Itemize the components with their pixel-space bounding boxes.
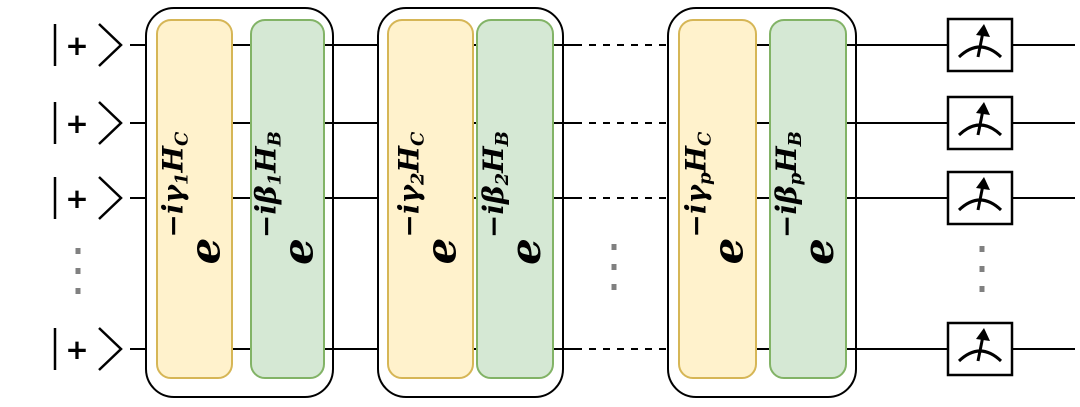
cost-gate-label: e−iγ1HC [156,131,230,264]
ellipsis-dot [75,288,81,294]
ket-angle [98,176,123,220]
mixer-gate-label: e−iβ2HB [477,131,551,265]
layer-box [145,7,334,398]
mixer-unitary-gate [476,19,554,379]
ket-state-label: + [65,333,88,366]
measurement-meter-icon [946,321,1014,377]
cost-unitary-gate [387,19,474,379]
measurement-meter-icon [946,17,1014,73]
ellipsis-dot [979,266,985,272]
input-ket: + [53,101,123,145]
measurements [946,17,1014,377]
mixer-gate-label: e−iβpHB [770,131,844,265]
measurement-meter-icon [946,95,1014,151]
cost-unitary-gate [156,19,233,379]
ket-angle [98,23,123,67]
mixer-gate-label: e−iβ1HB [249,131,323,265]
meter-arrowhead [976,328,990,341]
meter-arrowhead [976,102,990,115]
ellipsis-dot [979,246,985,252]
qaoa-layer: e−iγ1HC e−iβ1HB [145,7,334,398]
layer-box [377,7,564,398]
ket-angle [98,327,123,371]
input-ket: + [53,176,123,220]
vertical-ellipsis [75,248,81,294]
meter-arrowhead [976,24,990,37]
ellipsis-dot [979,286,985,292]
ellipsis-dot [75,268,81,274]
ket-state-label: + [65,29,88,62]
measurement-meter-icon [946,170,1014,226]
vertical-ellipsis [611,244,617,290]
ellipsis-dot [75,248,81,254]
mixer-unitary-gate [250,19,325,379]
layer-box [667,7,857,398]
vertical-ellipsis [979,246,985,292]
input-kets: + + + + [53,23,123,371]
cost-unitary-gate [678,19,757,379]
ellipsis-dot [611,244,617,250]
ket-state-label: + [65,107,88,140]
mixer-unitary-gate [769,19,847,379]
ket-state-label: + [65,182,88,215]
ellipsis-dot [611,264,617,270]
ellipsis-dot [611,284,617,290]
input-ket: + [53,327,123,371]
vertical-ellipses [75,244,985,294]
cost-gate-label: e−iγpHC [679,131,753,264]
input-ket: + [53,23,123,67]
ket-angle [98,101,123,145]
cost-gate-label: e−iγ2HC [392,131,466,264]
meter-arrowhead [976,177,990,190]
